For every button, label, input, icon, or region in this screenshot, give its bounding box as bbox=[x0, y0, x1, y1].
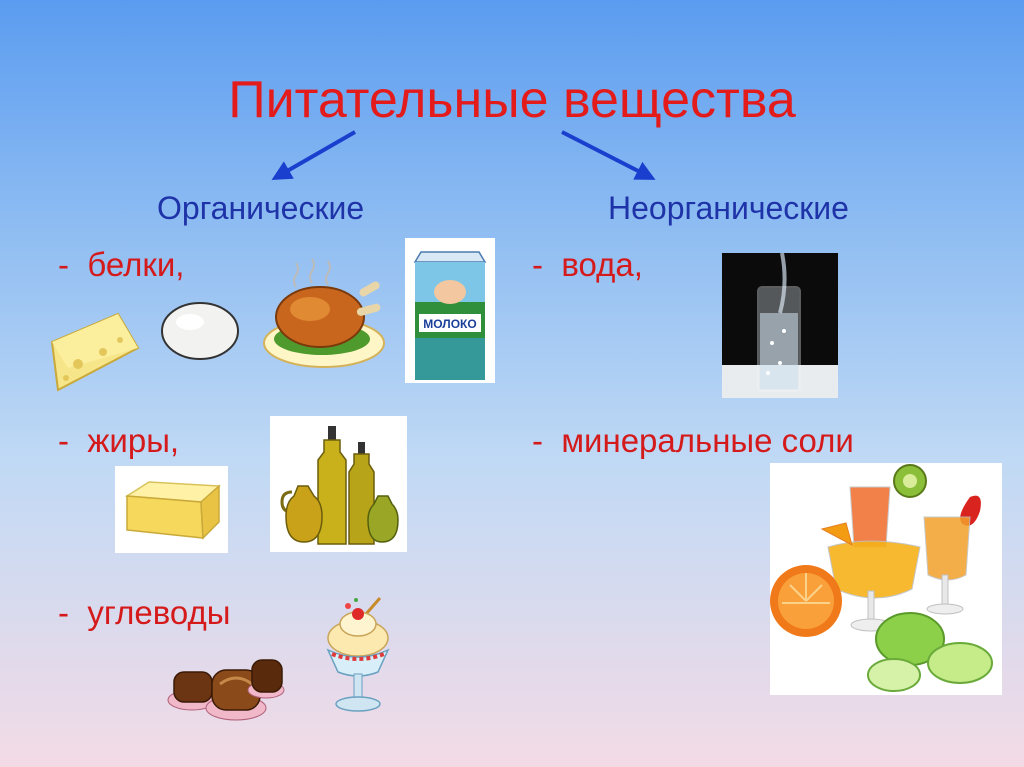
list-item-carbohydrates: - углеводы bbox=[58, 594, 231, 632]
organic-heading: Органические bbox=[157, 190, 365, 226]
water-label: вода, bbox=[561, 246, 643, 283]
list-item-water: - вода, bbox=[532, 246, 643, 284]
dash: - bbox=[58, 594, 69, 631]
dash: - bbox=[58, 422, 69, 459]
butter-image bbox=[115, 466, 228, 553]
oil-bottles-icon bbox=[280, 426, 399, 545]
cheese-icon bbox=[50, 312, 140, 392]
egg-icon bbox=[161, 302, 239, 360]
inorganic-heading: Неорганические bbox=[608, 190, 849, 226]
juices-fruits-icon bbox=[770, 464, 993, 692]
fats-label: жиры, bbox=[87, 422, 180, 459]
milk-carton-image: МОЛОКО bbox=[405, 238, 495, 383]
right-arrow bbox=[561, 130, 656, 180]
juices-fruits-image bbox=[770, 463, 1002, 695]
list-item-proteins: - белки, bbox=[58, 246, 184, 284]
dash: - bbox=[532, 246, 543, 283]
milk-pack-label: МОЛОКО bbox=[423, 317, 476, 331]
chocolate-candies-icon bbox=[167, 659, 285, 721]
oil-bottles-image bbox=[270, 416, 407, 552]
ice-cream-sundae-icon bbox=[326, 597, 390, 712]
list-item-fats: - жиры, bbox=[58, 422, 179, 460]
left-arrow bbox=[271, 130, 356, 180]
slide-title: Питательные вещества bbox=[228, 71, 796, 129]
dash: - bbox=[532, 422, 543, 459]
proteins-label: белки, bbox=[87, 246, 185, 283]
mineral-salts-label: минеральные соли bbox=[561, 422, 854, 459]
roast-chicken-icon bbox=[263, 258, 385, 368]
water-glass-image bbox=[722, 253, 838, 398]
list-item-mineral-salts: - минеральные соли bbox=[532, 422, 854, 460]
dash: - bbox=[58, 246, 69, 283]
carbohydrates-label: углеводы bbox=[87, 594, 231, 631]
milk-carton-icon: МОЛОКО bbox=[413, 251, 487, 380]
butter-icon bbox=[124, 481, 221, 540]
